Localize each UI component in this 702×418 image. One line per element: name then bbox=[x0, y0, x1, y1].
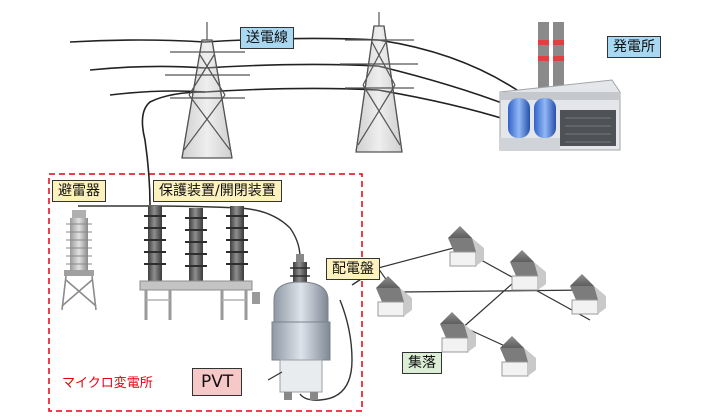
micro-substation-label: マイクロ変電所 bbox=[62, 376, 153, 391]
pvt-device bbox=[271, 254, 331, 400]
transmission-line-label: 送電線 bbox=[240, 27, 294, 49]
house-6 bbox=[500, 336, 536, 377]
transmission-lines bbox=[69, 37, 521, 206]
transmission-tower-left bbox=[165, 22, 250, 159]
house-5 bbox=[440, 312, 476, 353]
lightning-arrester-label: 避雷器 bbox=[52, 180, 106, 202]
transmission-tower-right bbox=[340, 12, 418, 153]
house-1 bbox=[448, 226, 484, 267]
power-plant-label: 発電所 bbox=[607, 36, 661, 58]
village-label: 集落 bbox=[402, 352, 442, 374]
power-plant bbox=[499, 22, 621, 151]
house-3 bbox=[510, 250, 546, 291]
switchgear-device bbox=[139, 206, 260, 320]
distribution-board-label: 配電盤 bbox=[326, 258, 380, 280]
house-4 bbox=[570, 274, 606, 315]
pvt-label: PVT bbox=[192, 368, 243, 396]
micro-substation-frame bbox=[48, 173, 363, 412]
protection-switchgear-label: 保護装置/開閉装置 bbox=[153, 180, 282, 202]
pvt-connector bbox=[267, 371, 283, 381]
lightning-arrester-device bbox=[61, 210, 97, 311]
house-2 bbox=[376, 276, 412, 317]
